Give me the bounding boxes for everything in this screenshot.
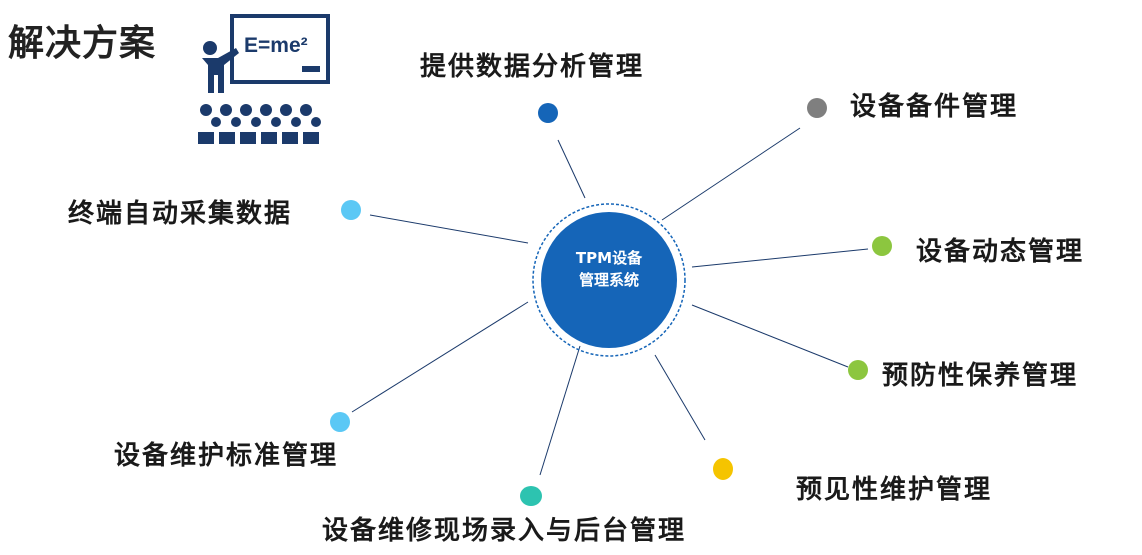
connector-line [655, 355, 705, 440]
branch-label-dynamic: 设备动态管理 [916, 231, 1084, 268]
branch-label-preventive: 预防性保养管理 [882, 355, 1078, 392]
branch-dot [713, 458, 733, 480]
branch-label-auto-collection: 终端自动采集数据 [68, 193, 292, 230]
branch-dot [341, 200, 361, 220]
connector-line [558, 140, 585, 198]
branch-label-spare-parts: 设备备件管理 [850, 86, 1018, 123]
branch-dot [807, 98, 827, 118]
branch-label-maintenance-standard: 设备维护标准管理 [114, 435, 338, 472]
branch-dot [330, 412, 350, 432]
center-label-line2: 管理系统 [555, 269, 663, 291]
center-label-line1: TPM设备 [555, 247, 663, 269]
branch-label-repair-entry: 设备维修现场录入与后台管理 [322, 510, 686, 547]
branch-label-data-analysis: 提供数据分析管理 [420, 46, 644, 83]
connector-line [692, 305, 848, 367]
branch-label-predictive: 预见性维护管理 [796, 469, 992, 506]
branch-dot [538, 103, 558, 123]
center-label: TPM设备 管理系统 [555, 247, 663, 291]
connector-line [352, 302, 528, 412]
connector-line [370, 215, 528, 243]
branch-dot [872, 236, 892, 256]
connector-line [692, 249, 868, 267]
branch-dot [848, 360, 868, 380]
branch-dot [520, 486, 542, 506]
connector-line [540, 346, 580, 475]
